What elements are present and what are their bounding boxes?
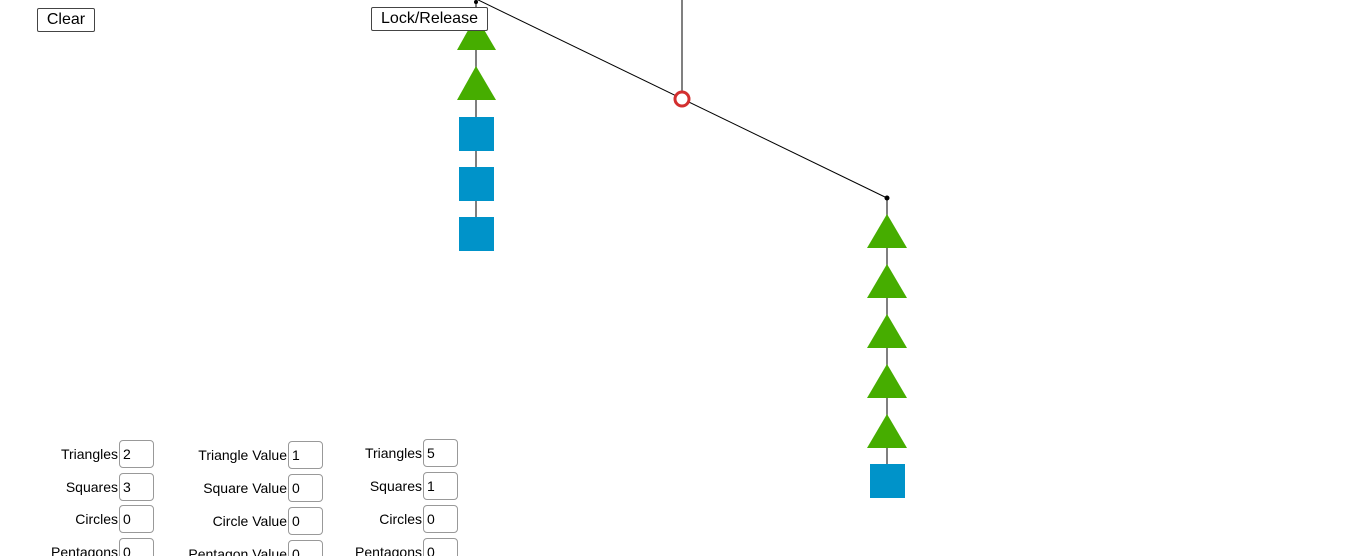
- right-triangle-4[interactable]: [867, 364, 907, 398]
- square-value-input[interactable]: [288, 474, 323, 502]
- right-triangles-field: Triangles: [300, 439, 458, 467]
- right-circles-input[interactable]: [423, 505, 458, 533]
- left-end-point: [474, 0, 478, 4]
- left-circles-field: Circles: [0, 505, 154, 533]
- triangle-value-label: Triangle Value: [198, 447, 287, 463]
- left-circles-label: Circles: [75, 511, 118, 527]
- left-square-2[interactable]: [459, 167, 494, 201]
- pentagon-value-input[interactable]: [288, 540, 323, 556]
- left-circles-input[interactable]: [119, 505, 154, 533]
- triangle-value-input[interactable]: [288, 441, 323, 469]
- left-pentagons-field: Pentagons: [0, 538, 154, 556]
- right-circles-label: Circles: [379, 511, 422, 527]
- left-triangles-label: Triangles: [60, 446, 118, 462]
- pivot-point[interactable]: [673, 90, 691, 108]
- right-triangles-label: Triangles: [364, 445, 422, 461]
- left-square-3[interactable]: [459, 217, 494, 251]
- left-squares-label: Squares: [65, 479, 118, 495]
- left-triangle-2[interactable]: [457, 66, 496, 100]
- right-pentagons-field: Pentagons: [300, 538, 458, 556]
- left-pentagons-input[interactable]: [119, 538, 154, 556]
- right-triangle-3[interactable]: [867, 314, 907, 348]
- right-triangle-2[interactable]: [867, 264, 907, 298]
- right-triangle-5[interactable]: [867, 414, 907, 448]
- circle-value-label: Circle Value: [212, 513, 287, 529]
- left-triangle-1[interactable]: [457, 16, 496, 50]
- right-squares-label: Squares: [369, 478, 422, 494]
- left-squares-input[interactable]: [119, 473, 154, 501]
- left-triangles-input[interactable]: [119, 440, 154, 468]
- right-squares-field: Squares: [300, 472, 458, 500]
- right-triangles-input[interactable]: [423, 439, 458, 467]
- clear-button[interactable]: Clear: [37, 8, 95, 32]
- circle-value-input[interactable]: [288, 507, 323, 535]
- pentagon-value-label: Pentagon Value: [188, 546, 287, 556]
- pentagon-value-field: Pentagon Value: [160, 540, 323, 556]
- left-triangles-field: Triangles: [0, 440, 154, 468]
- right-pentagons-input[interactable]: [423, 538, 458, 556]
- right-triangle-1[interactable]: [867, 214, 907, 248]
- right-pentagons-label: Pentagons: [355, 544, 422, 556]
- circle-value-field: Circle Value: [160, 507, 323, 535]
- right-circles-field: Circles: [300, 505, 458, 533]
- square-value-field: Square Value: [160, 474, 323, 502]
- left-pentagons-label: Pentagons: [51, 544, 118, 556]
- right-end-point: [884, 195, 890, 201]
- triangle-value-field: Triangle Value: [160, 441, 323, 469]
- lock-release-button[interactable]: Lock/Release: [371, 7, 488, 31]
- left-square-1[interactable]: [459, 117, 494, 151]
- square-value-label: Square Value: [203, 480, 287, 496]
- right-square-1[interactable]: [870, 464, 905, 498]
- left-squares-field: Squares: [0, 473, 154, 501]
- right-squares-input[interactable]: [423, 472, 458, 500]
